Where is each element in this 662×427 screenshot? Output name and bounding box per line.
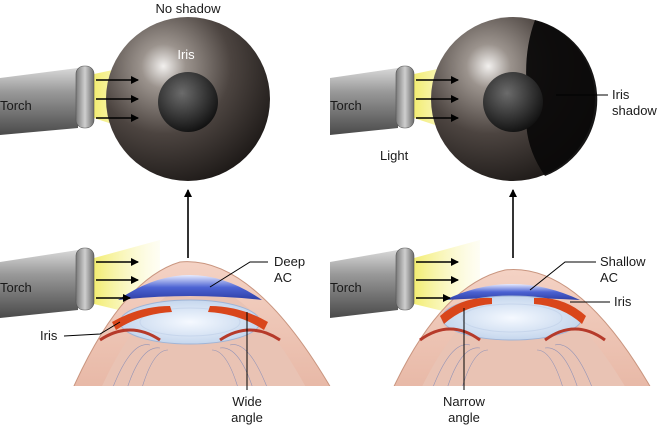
- torch-label-bottom-left: Torch: [0, 280, 32, 295]
- iris-shadow-label-line1: Iris: [612, 87, 630, 102]
- bottom-left-panel: Torch Deep AC Iris Wide angle: [0, 240, 331, 425]
- light-arrows-bottom-left: [96, 258, 139, 302]
- torch-bottom-left: [0, 247, 95, 318]
- pupil-left: [158, 72, 218, 132]
- deep-ac-leader: [209, 261, 268, 288]
- narrow-angle-label-line2: angle: [448, 410, 480, 425]
- iris-leader-bottom-left: [63, 321, 121, 337]
- light-arrows-top-left: [96, 76, 139, 122]
- narrow-angle-label-line1: Narrow: [443, 394, 486, 409]
- iris-label-top-left: Iris: [177, 47, 195, 62]
- bottom-right-panel: Torch Shallow AC Iris Narrow angle: [330, 240, 651, 425]
- wide-angle-label-line2: angle: [231, 410, 263, 425]
- torch-bottom-right: [330, 247, 415, 318]
- torch-top-left: [0, 65, 95, 135]
- deep-ac-label-line1: Deep: [274, 254, 305, 269]
- top-left-panel: No shadow Iris Torch: [0, 1, 270, 181]
- iris-label-bottom-right: Iris: [614, 294, 632, 309]
- no-shadow-label: No shadow: [155, 1, 221, 16]
- torch-top-right: [330, 65, 415, 135]
- light-arrows-top-right: [416, 76, 459, 122]
- iris-label-bottom-left: Iris: [40, 328, 58, 343]
- top-right-panel: Torch Light Iris shadow: [330, 17, 657, 181]
- torch-label-top-right: Torch: [330, 98, 362, 113]
- iris-shadow-label-line2: shadow: [612, 103, 657, 118]
- shallow-ac-label-line1: Shallow: [600, 254, 646, 269]
- pupil-right: [483, 72, 543, 132]
- shallow-ac-label-line2: AC: [600, 270, 618, 285]
- torch-label-top-left: Torch: [0, 98, 32, 113]
- light-label: Light: [380, 148, 409, 163]
- eye-cross-section-deep: [73, 261, 331, 386]
- wide-angle-label-line1: Wide: [232, 394, 262, 409]
- eye-cross-section-shallow: [393, 269, 651, 386]
- torch-label-bottom-right: Torch: [330, 280, 362, 295]
- shallow-ac-leader: [529, 261, 596, 291]
- light-arrows-bottom-right: [416, 258, 459, 302]
- deep-ac-label-line2: AC: [274, 270, 292, 285]
- iris-shadow-region: [526, 20, 598, 176]
